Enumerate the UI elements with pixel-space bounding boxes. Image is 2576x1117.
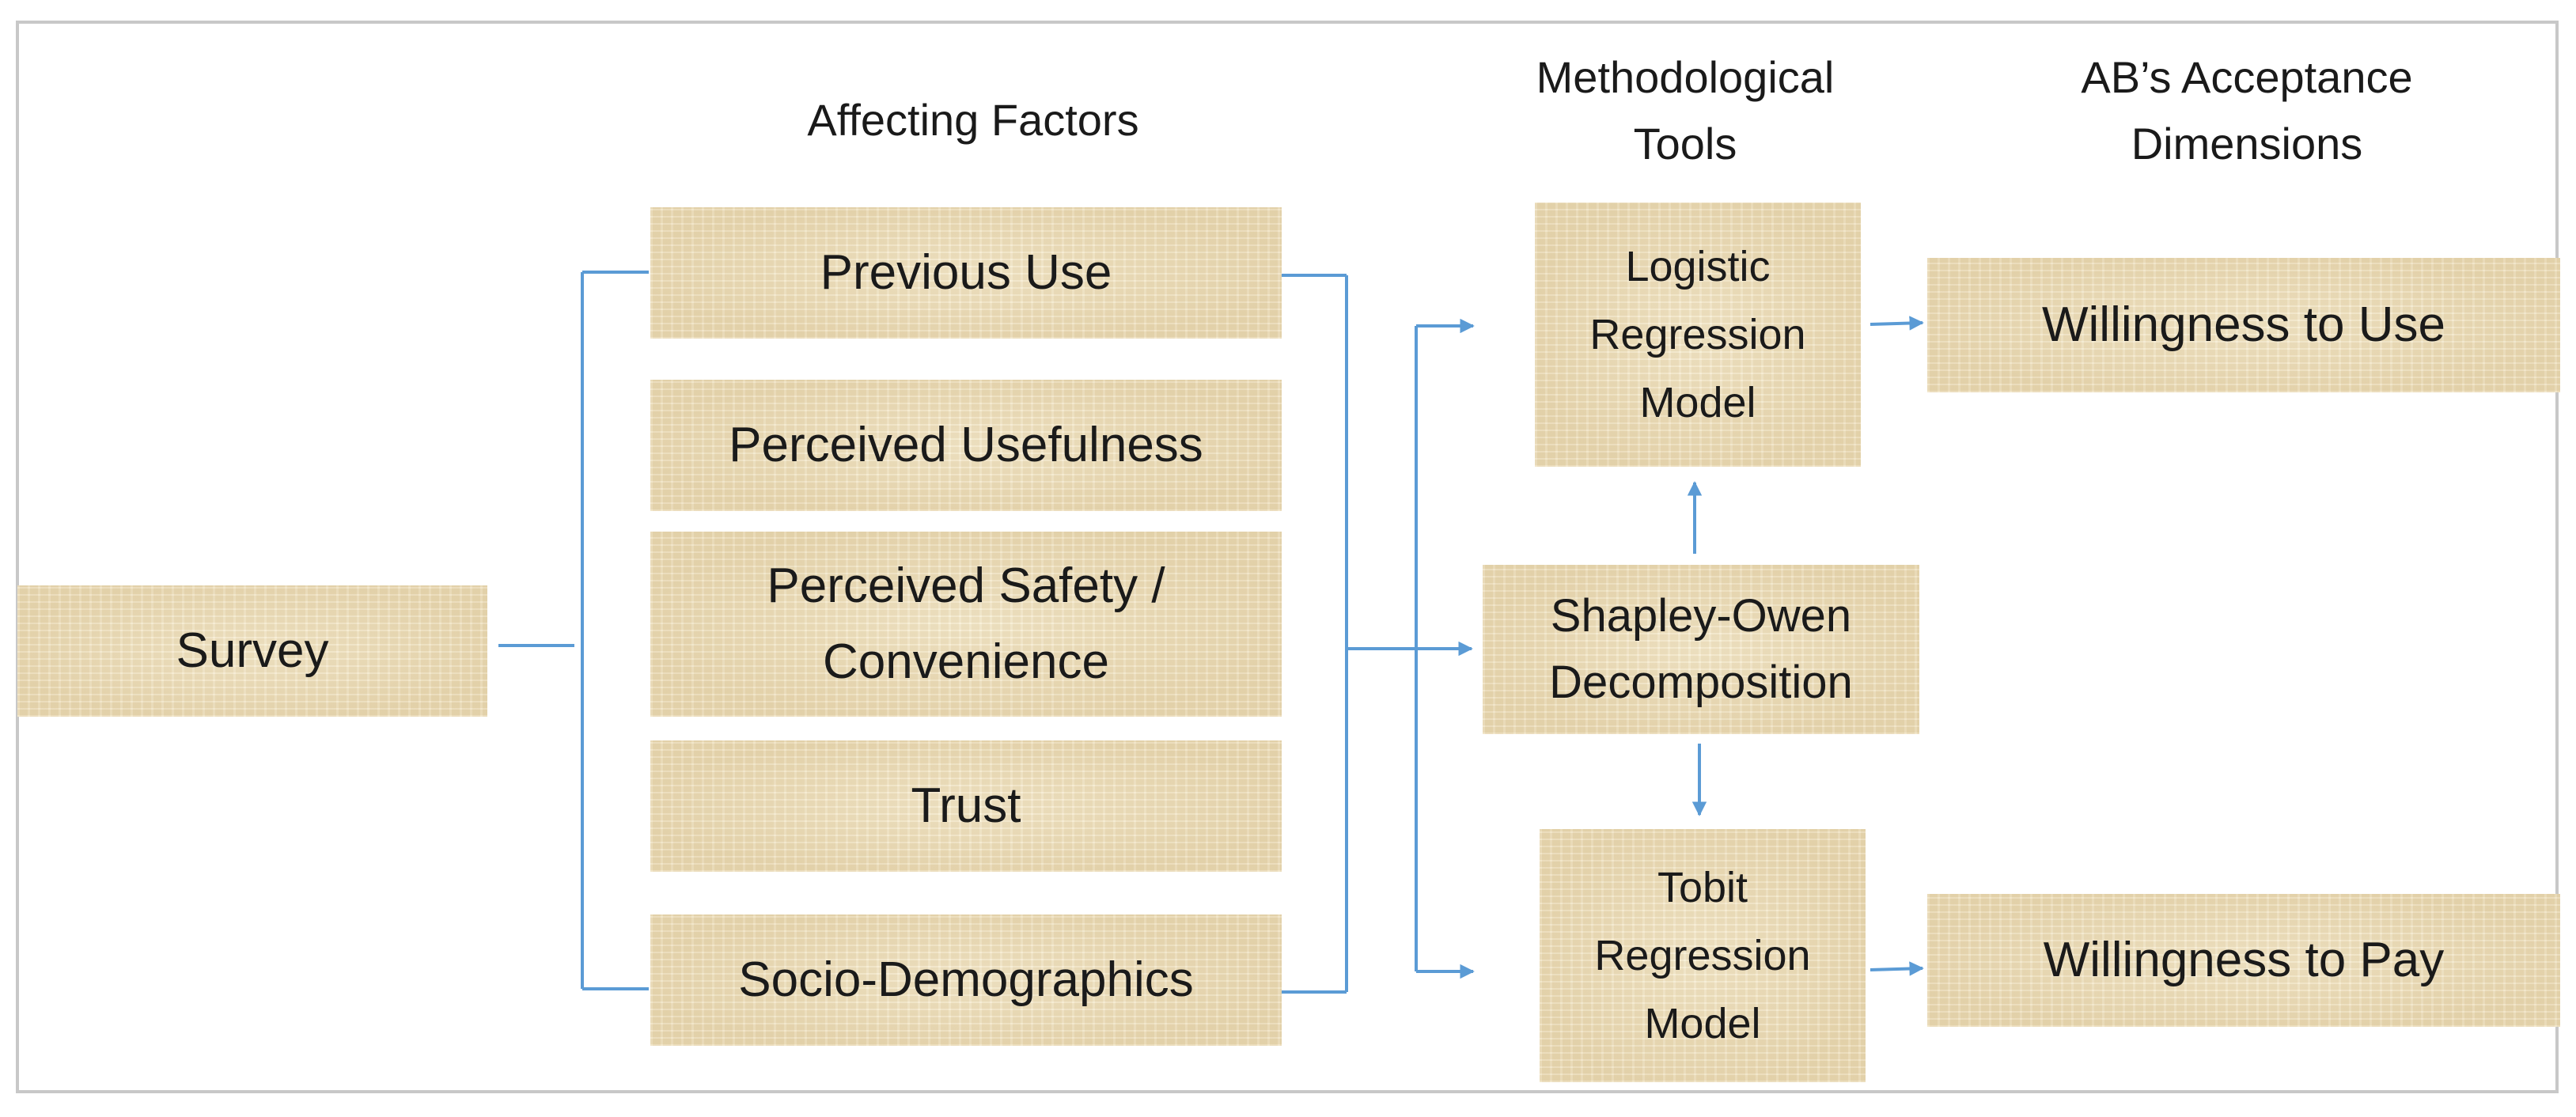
arrow-logistic-to-wtu — [1869, 316, 1924, 331]
header-affecting-factors: Affecting Factors — [807, 95, 1139, 145]
factor-socio-demographics: Socio-Demographics — [650, 914, 1282, 1046]
tool-logistic-regression-model: Logistic Regression Model — [1535, 203, 1861, 467]
factor-perceived-safety-convenience: Perceived Safety / Convenience — [650, 532, 1282, 717]
factor-trust: Trust — [650, 740, 1282, 872]
factor-previous-use: Previous Use — [650, 207, 1282, 339]
factor-perceived-usefulness: Perceived Usefulness — [650, 380, 1282, 511]
header-methodological-tools: Methodological Tools — [1536, 52, 1835, 168]
dimension-willingness-to-use: Willingness to Use — [1927, 258, 2560, 392]
tool-shapley-owen-decomposition: Shapley-Owen Decomposition — [1483, 565, 1919, 734]
dimension-willingness-to-pay: Willingness to Pay — [1927, 894, 2560, 1027]
arrow-tobit-to-wtp — [1869, 961, 1924, 976]
header-acceptance-dimensions: AB’s Acceptance Dimensions — [2081, 52, 2413, 168]
tool-tobit-regression-model: Tobit Regression Model — [1540, 829, 1866, 1082]
survey-box: Survey — [17, 585, 487, 717]
